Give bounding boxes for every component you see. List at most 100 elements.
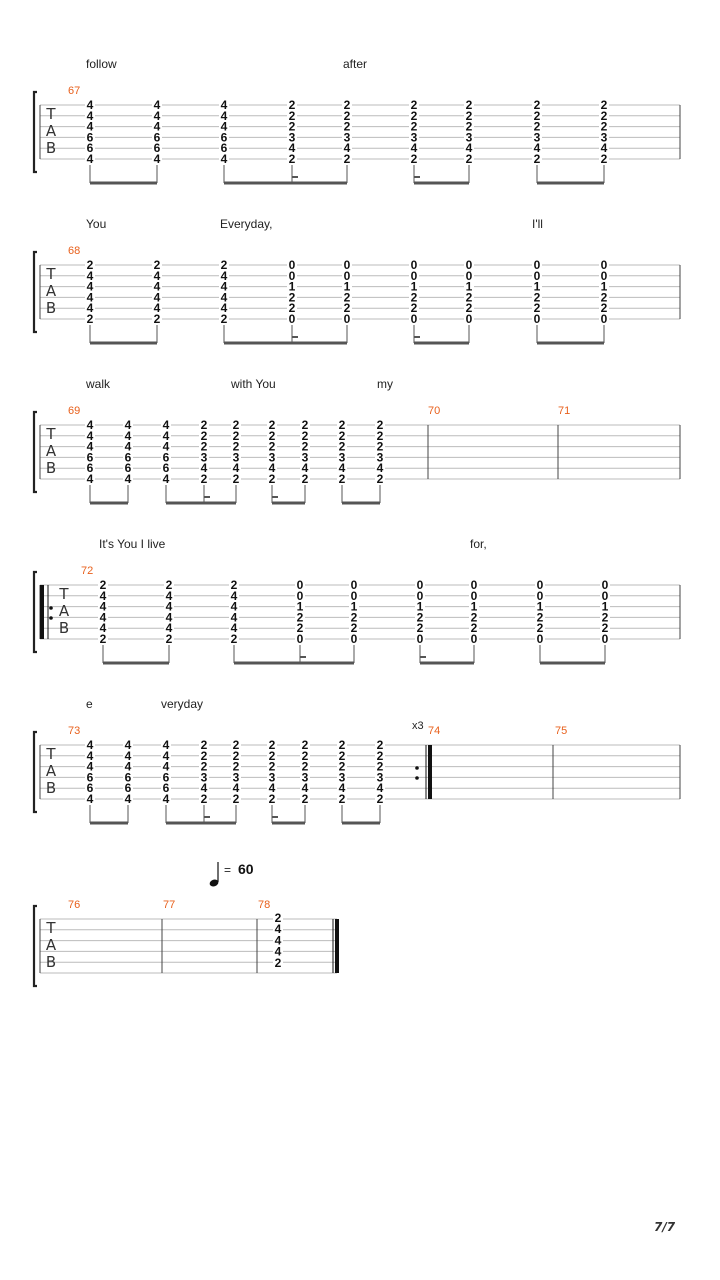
fret-number: 4 [125,792,132,806]
fret-number: 2 [201,760,208,774]
fret-backdrop [231,793,241,803]
fret-number: 4 [163,472,170,486]
fret-number: 4 [221,152,228,166]
fret-number: 4 [154,301,161,315]
fret-number: 2 [201,429,208,443]
fret-backdrop [273,923,283,934]
fret-backdrop [229,611,239,622]
fret-number: 4 [233,781,240,795]
fret-number: 2 [534,98,541,112]
fret-backdrop [409,99,419,109]
fret-number: 0 [602,632,609,646]
fret-backdrop [85,429,95,440]
fret-number: 1 [466,280,473,294]
fret-number: 4 [100,610,107,624]
fret-backdrop [287,120,297,131]
tab-clef-letter: A [46,936,57,954]
fret-number: 0 [289,258,296,272]
fret-number: 2 [601,301,608,315]
fret-number: 6 [125,781,132,795]
fret-number: 2 [201,440,208,454]
fret-number: 4 [125,418,132,432]
fret-backdrop [267,771,277,782]
fret-backdrop [229,633,239,643]
fret-backdrop [229,579,239,589]
fret-number: 4 [87,152,94,166]
fret-number: 2 [302,749,309,763]
fret-number: 1 [601,280,608,294]
fret-number: 0 [537,589,544,603]
fret-number: 3 [344,130,351,144]
fret-number: 2 [471,621,478,635]
tab-clef-letter: A [59,602,70,620]
fret-number: 3 [466,130,473,144]
fret-backdrop [85,280,95,291]
fret-backdrop [219,109,229,120]
measure-number: 68 [68,245,80,257]
fret-backdrop [464,153,474,163]
fret-number: 4 [100,600,107,614]
fret-backdrop [231,451,241,462]
fret-number: 2 [351,621,358,635]
fret-backdrop [199,419,209,429]
fret-number: 4 [166,610,173,624]
page-number: 7/7 [654,1220,676,1234]
fret-number: 4 [125,472,132,486]
fret-backdrop [161,782,171,793]
fret-number: 0 [351,589,358,603]
fret-number: 4 [154,120,161,134]
fret-number: 3 [534,130,541,144]
fret-backdrop [342,302,352,313]
fret-backdrop [415,611,425,622]
fret-number: 2 [289,98,296,112]
fret-backdrop [267,419,277,429]
fret-backdrop [409,120,419,131]
system-bracket [32,250,37,334]
fret-number: 2 [275,911,282,925]
staff-lines-layer [32,90,681,988]
fret-backdrop [219,291,229,302]
fret-number: 4 [125,749,132,763]
fret-backdrop [199,739,209,749]
fret-backdrop [267,782,277,793]
measure-number: 76 [68,899,80,911]
lyric: walk [85,377,111,391]
fret-backdrop [219,280,229,291]
fret-backdrop [532,269,542,280]
measure-number: 69 [68,405,80,417]
fret-number: 4 [344,141,351,155]
fret-backdrop [375,473,385,483]
fret-backdrop [342,259,352,269]
fret-number: 1 [417,600,424,614]
measure-number: 73 [68,725,80,737]
fret-number: 0 [297,632,304,646]
fret-backdrop [123,473,133,483]
fret-number: 6 [87,450,94,464]
fret-number: 0 [537,632,544,646]
fret-number: 4 [154,269,161,283]
tempo-equals: = [224,863,231,877]
fret-backdrop [464,99,474,109]
fret-number: 3 [289,130,296,144]
fret-number: 4 [302,781,309,795]
fret-number: 6 [163,781,170,795]
fret-backdrop [599,153,609,163]
fret-backdrop [375,782,385,793]
fret-number: 2 [302,440,309,454]
fret-backdrop [300,771,310,782]
fret-backdrop [287,153,297,163]
fret-number: 4 [125,429,132,443]
fret-number: 0 [289,269,296,283]
fret-backdrop [535,579,545,589]
system-bracket [32,730,37,814]
fret-number: 2 [377,418,384,432]
fret-backdrop [85,462,95,473]
fret-backdrop [287,99,297,109]
fret-backdrop [349,633,359,643]
fret-number: 2 [601,290,608,304]
fret-backdrop [342,313,352,323]
fret-number: 2 [601,120,608,134]
lyric: follow [86,57,117,71]
fret-backdrop [229,600,239,611]
